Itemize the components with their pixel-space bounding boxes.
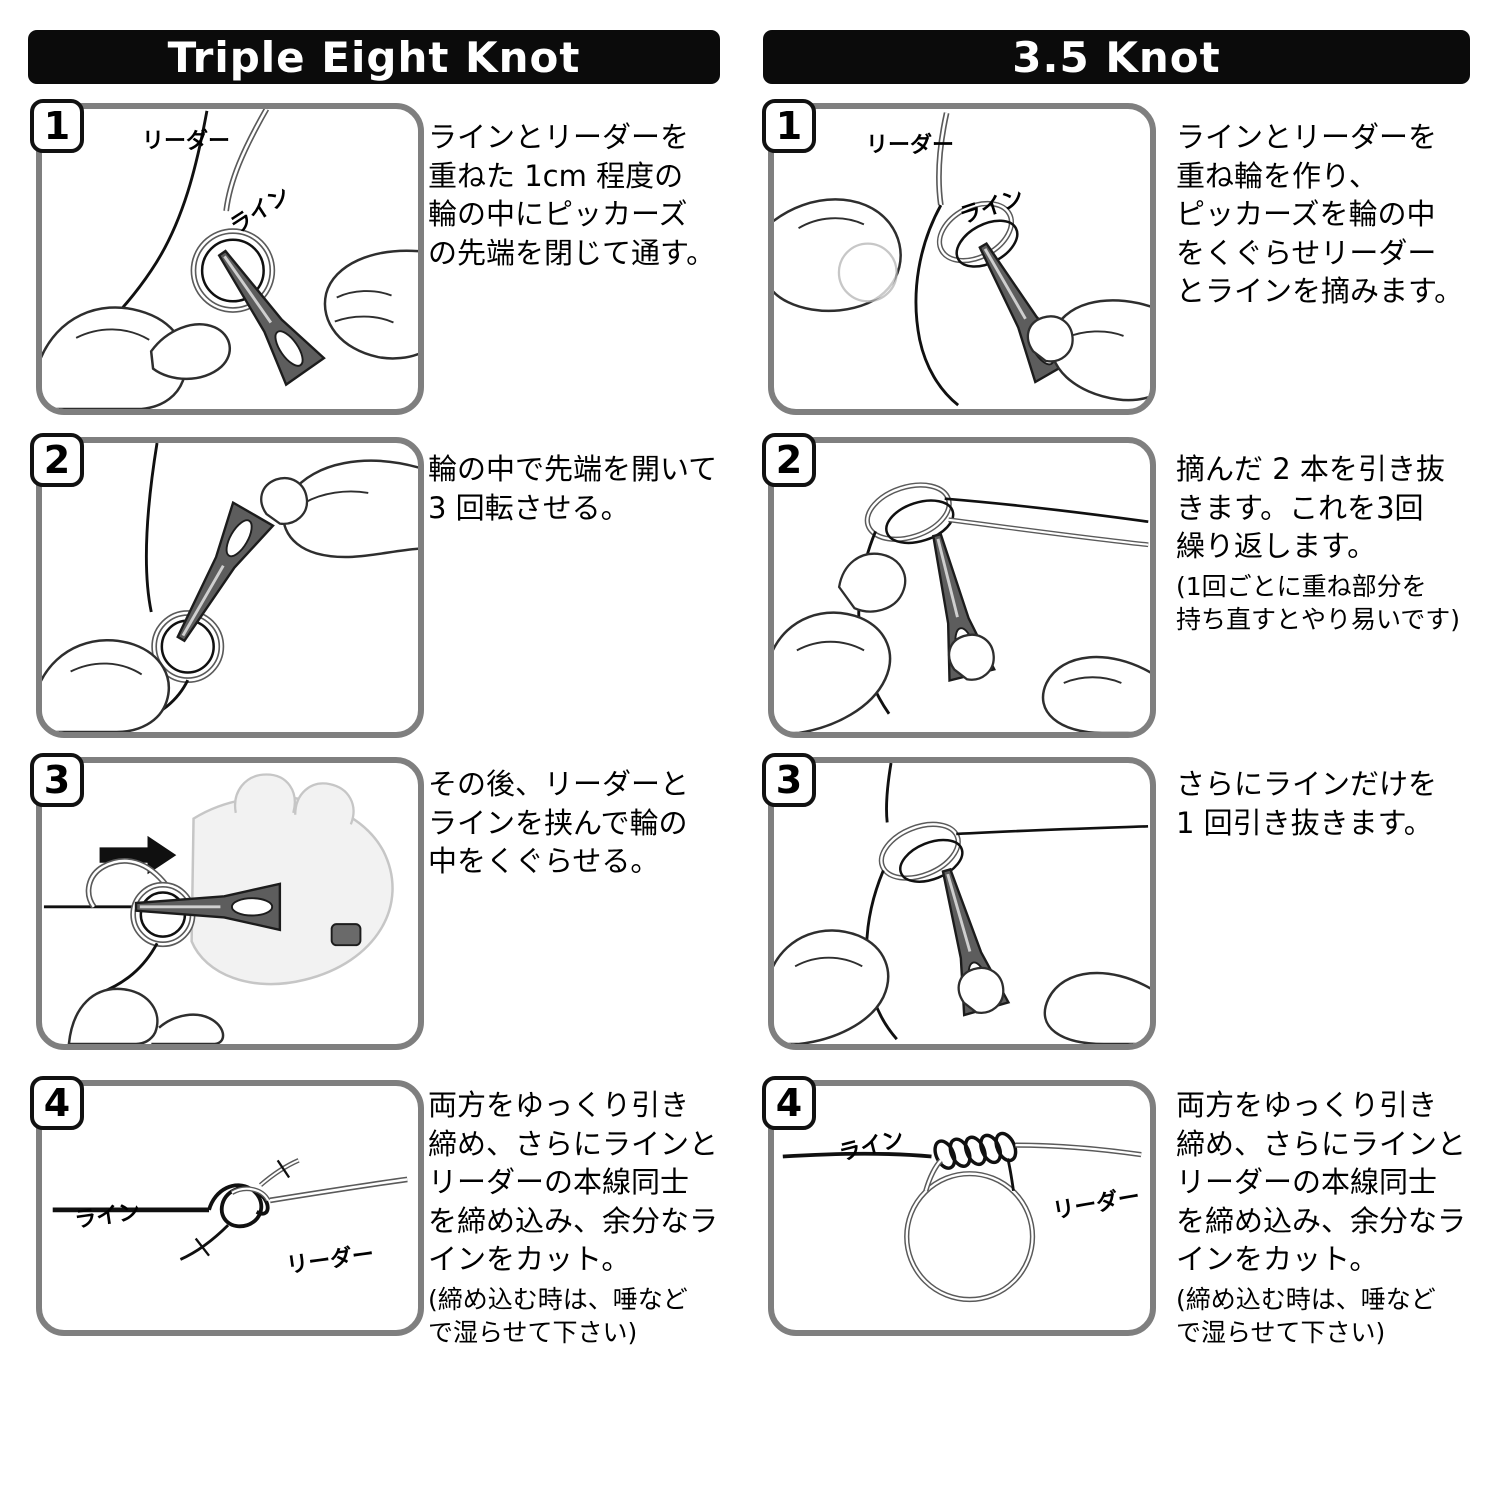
column-title: Triple Eight Knot [167,32,581,82]
step-panel [36,437,424,738]
step-badge: 1 [762,99,816,153]
step-instruction: さらにラインだけを 1 回引き抜きます。 [1176,767,1438,840]
step-badge: 4 [30,1076,84,1130]
step-instruction: 両方をゆっくり引き 締め、さらにラインと リーダーの本線同士 を締め込み、余分な… [428,1088,719,1277]
knot-step-illustration [43,773,394,1044]
step-note: (締め込む時は、唾など で湿らせて下さい) [1176,1284,1436,1347]
step-number: 1 [775,104,803,148]
knot-step-illustration [774,763,1150,1044]
pickers-tool-icon [134,882,282,932]
step-panel [36,757,424,1050]
step-instruction: ラインとリーダーを 重ね輪を作り、 ピッカーズを輪の中 をくぐらせリーダー とラ… [1176,120,1464,309]
step-instruction-block: その後、リーダーと ラインを挟んで輪の 中をくぐらせる。 [428,765,734,881]
knot-step-illustration [42,443,418,732]
knot-result-illustration [782,1131,1142,1303]
leader-line-label: リーダー [866,133,955,158]
step-badge: 2 [30,433,84,487]
step-number: 3 [43,758,71,802]
step-instruction: ラインとリーダーを 重ねた 1cm 程度の 輪の中にピッカーズ の先端を閉じて通… [428,120,716,270]
knot-step-illustration [774,112,1150,407]
step-instruction-block: さらにラインだけを 1 回引き抜きます。 [1176,765,1486,842]
step-instruction: 輪の中で先端を開いて 3 回転させる。 [428,452,718,525]
step-instruction-block: ラインとリーダーを 重ねた 1cm 程度の 輪の中にピッカーズ の先端を閉じて通… [428,118,734,272]
step-instruction: 両方をゆっくり引き 締め、さらにラインと リーダーの本線同士 を締め込み、余分な… [1176,1088,1467,1277]
column-title: 3.5 Knot [1012,32,1221,82]
step-number: 4 [43,1081,71,1125]
step-panel: リーダー ライン [36,103,424,415]
step-number: 4 [775,1081,803,1125]
column-header-3-5-knot: 3.5 Knot [763,30,1470,84]
step-instruction: その後、リーダーと ラインを挟んで輪の 中をくぐらせる。 [428,767,690,879]
step-badge: 4 [762,1076,816,1130]
step-panel: ライン リーダー [768,1080,1156,1336]
step-panel: リーダー ライン [768,103,1156,415]
step-instruction-block: 両方をゆっくり引き 締め、さらにラインと リーダーの本線同士 を締め込み、余分な… [1176,1086,1492,1349]
step-number: 1 [43,104,71,148]
step-instruction-block: 摘んだ 2 本を引き抜 きます。これを3回 繰り返します。 (1回ごとに重ね部分… [1176,450,1490,636]
column-header-triple-eight: Triple Eight Knot [28,30,720,84]
step-panel [768,757,1156,1050]
knot-result-illustration [52,1158,408,1261]
knot-step-illustration [42,109,418,409]
arrow-right-icon [99,835,177,875]
step-instruction: 摘んだ 2 本を引き抜 きます。これを3回 繰り返します。 [1176,452,1445,564]
step-note: (1回ごとに重ね部分を 持ち直すとやり易いです) [1176,571,1461,634]
pickers-tool-icon [217,249,326,387]
step-badge: 3 [30,753,84,807]
step-instruction-block: 輪の中で先端を開いて 3 回転させる。 [428,450,738,527]
step-panel: ライン リーダー [36,1080,424,1336]
step-badge: 2 [762,433,816,487]
knot-step-illustration [774,482,1150,732]
leader-line-label: リーダー [142,129,231,154]
step-badge: 1 [30,99,84,153]
step-instruction-block: ラインとリーダーを 重ね輪を作り、 ピッカーズを輪の中 をくぐらせリーダー とラ… [1176,118,1488,311]
pickers-tool-icon [176,500,275,643]
step-number: 3 [775,758,803,802]
step-note: (締め込む時は、唾など で湿らせて下さい) [428,1284,688,1347]
step-badge: 3 [762,753,816,807]
step-number: 2 [775,438,803,482]
step-instruction-block: 両方をゆっくり引き 締め、さらにラインと リーダーの本線同士 を締め込み、余分な… [428,1086,740,1349]
step-panel [768,437,1156,738]
step-number: 2 [43,438,71,482]
